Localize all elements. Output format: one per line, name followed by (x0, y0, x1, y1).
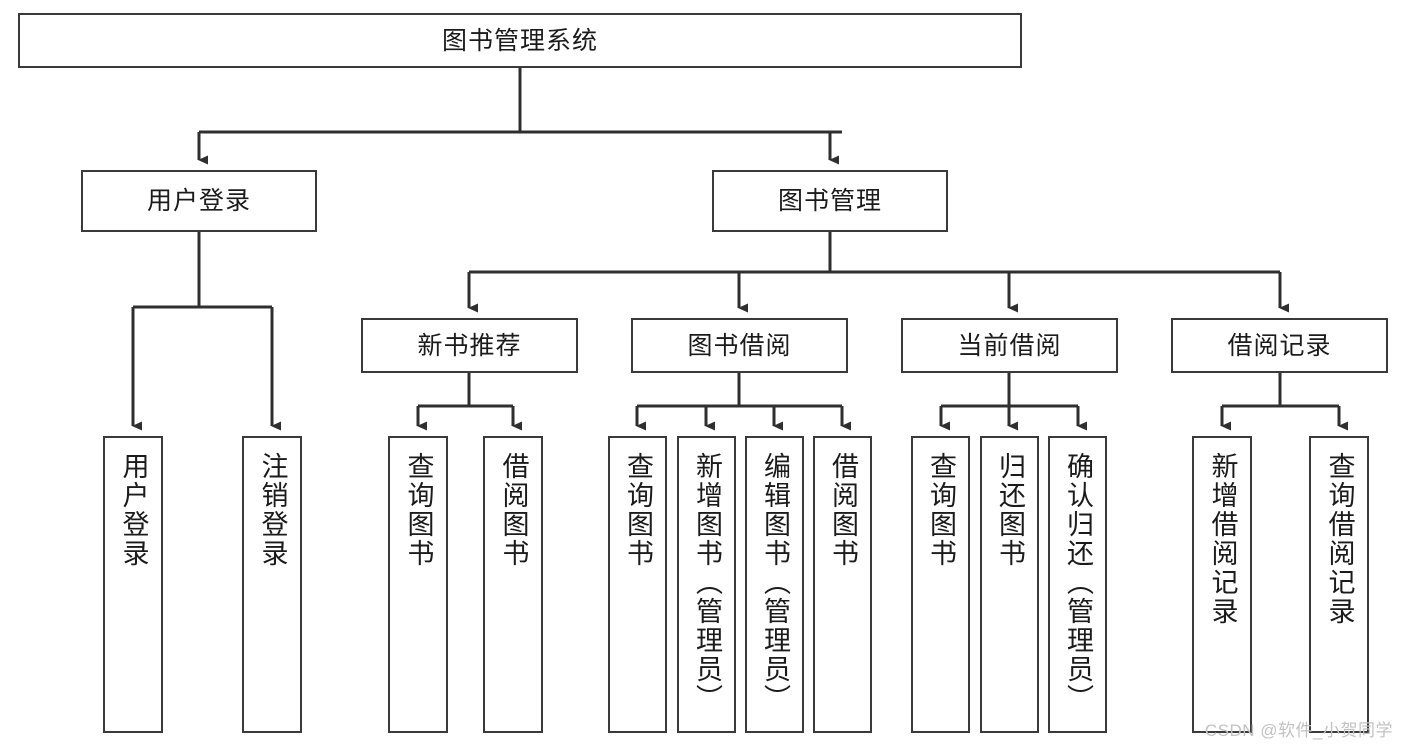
csdn-watermark: CSDN @软件_小贺同学 (1204, 721, 1393, 740)
leaf-user-login-login-label: 用户登录 (118, 452, 149, 568)
node-user-login-label: 用户登录 (146, 187, 251, 215)
leaf-new-book-query[interactable]: 查询图书 (388, 436, 448, 733)
leaf-new-book-query-label: 查询图书 (403, 452, 434, 568)
node-new-book-recommend[interactable]: 新书推荐 (361, 318, 578, 373)
leaf-borrow-record-query[interactable]: 查询借阅记录 (1309, 436, 1369, 733)
leaf-current-borrow-return[interactable]: 归还图书 (980, 436, 1039, 733)
node-book-management-label: 图书管理 (777, 187, 882, 215)
leaf-book-borrow-edit[interactable]: 编辑图书（管理员） (745, 436, 804, 733)
leaf-borrow-record-add-label: 新增借阅记录 (1207, 452, 1238, 626)
leaf-book-borrow-add[interactable]: 新增图书（管理员） (677, 436, 736, 733)
leaf-borrow-record-query-label: 查询借阅记录 (1324, 452, 1355, 626)
leaf-current-borrow-confirm-return-label: 确认归还（管理员） (1063, 452, 1093, 713)
leaf-borrow-record-add[interactable]: 新增借阅记录 (1192, 436, 1252, 733)
node-root-label: 图书管理系统 (441, 26, 598, 55)
leaf-user-login-logout-label: 注销登录 (257, 452, 288, 568)
leaf-user-login-login[interactable]: 用户登录 (103, 436, 163, 733)
leaf-current-borrow-query-label: 查询图书 (926, 452, 956, 568)
leaf-user-login-logout[interactable]: 注销登录 (242, 436, 302, 733)
leaf-book-borrow-query-label: 查询图书 (623, 452, 653, 568)
leaf-current-borrow-confirm-return[interactable]: 确认归还（管理员） (1048, 436, 1107, 733)
node-new-book-recommend-label: 新书推荐 (417, 331, 522, 360)
leaf-book-borrow-edit-label: 编辑图书（管理员） (760, 452, 790, 713)
leaf-current-borrow-query[interactable]: 查询图书 (911, 436, 970, 733)
leaf-book-borrow-borrow[interactable]: 借阅图书 (813, 436, 872, 733)
node-root-book-management-system[interactable]: 图书管理系统 (18, 13, 1022, 68)
leaf-book-borrow-query[interactable]: 查询图书 (608, 436, 667, 733)
leaf-book-borrow-add-label: 新增图书（管理员） (692, 452, 722, 713)
node-book-management[interactable]: 图书管理 (712, 170, 948, 232)
leaf-new-book-borrow[interactable]: 借阅图书 (483, 436, 543, 733)
node-current-borrow-label: 当前借阅 (957, 331, 1062, 360)
node-user-login[interactable]: 用户登录 (81, 170, 317, 232)
leaf-current-borrow-return-label: 归还图书 (995, 452, 1025, 568)
node-book-borrow-label: 图书借阅 (687, 331, 792, 360)
node-book-borrow[interactable]: 图书借阅 (631, 318, 848, 373)
leaf-book-borrow-borrow-label: 借阅图书 (828, 452, 858, 568)
node-borrow-record[interactable]: 借阅记录 (1171, 318, 1388, 373)
node-borrow-record-label: 借阅记录 (1227, 331, 1332, 360)
leaf-new-book-borrow-label: 借阅图书 (498, 452, 529, 568)
node-current-borrow[interactable]: 当前借阅 (901, 318, 1118, 373)
